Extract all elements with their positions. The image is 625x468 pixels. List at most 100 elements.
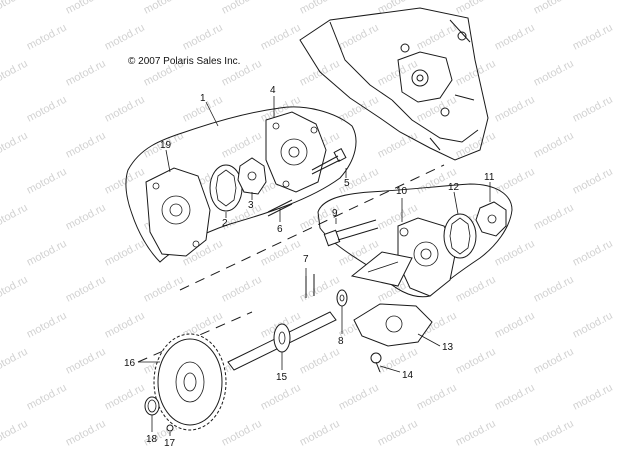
watermark-text: motod.ru [454,418,498,449]
callout-1: 1 [200,93,206,104]
part-pump-body [265,111,327,193]
watermark-text: motod.ru [25,238,69,269]
part-pump-cover [145,167,211,257]
watermark-text: motod.ru [0,130,30,161]
part-plate [353,303,433,347]
callout-17: 17 [164,438,176,449]
callout-13: 13 [442,342,454,353]
watermark-text: motod.ru [454,0,498,17]
watermark-text: motod.ru [103,166,147,197]
watermark-text: motod.ru [220,418,264,449]
watermark-text: motod.ru [571,238,615,269]
watermark-text: motod.ru [220,130,264,161]
watermark-text: motod.ru [64,58,108,89]
watermark-text: motod.ru [181,22,225,53]
watermark-text: motod.ru [0,274,30,305]
watermark-text: motod.ru [298,0,342,17]
watermark-text: motod.ru [493,22,537,53]
watermark-text: motod.ru [103,310,147,341]
watermark-text: motod.ru [454,346,498,377]
callout-16: 16 [124,358,136,369]
part-bolt-long [323,219,379,247]
watermark-text: motod.ru [493,94,537,125]
watermark-text: motod.ru [25,382,69,413]
watermark-text: motod.ru [103,238,147,269]
watermark-text: motod.ru [571,166,615,197]
watermark-text: motod.ru [376,130,420,161]
watermark-text: motod.ru [493,310,537,341]
callout-3: 3 [248,200,254,211]
watermark-text: motod.ru [454,274,498,305]
copyright-notice: © 2007 Polaris Sales Inc. [128,56,241,67]
watermark-text: motod.ru [220,0,264,17]
watermark-text: motod.ru [376,418,420,449]
alignment-line-lower [137,311,253,363]
watermark-text: motod.ru [142,0,186,17]
part-bolt-short [311,148,347,175]
watermark-text: motod.ru [493,166,537,197]
part-inner-rotor [237,157,267,195]
watermark-text: motod.ru [142,274,186,305]
part-screw [370,352,382,373]
watermark-text: motod.ru [571,94,615,125]
watermark-text: motod.ru [0,0,30,17]
part-scavenge-rotor [443,213,477,259]
leader-lines [138,96,491,436]
alignment-line-upper [179,164,445,291]
part-outer-rotor [209,164,243,212]
watermark-text: motod.ru [532,346,576,377]
callout-15: 15 [276,372,288,383]
watermark-text: motod.ru [532,418,576,449]
watermark-text: motod.ru [493,238,537,269]
watermark-text: motod.ru [415,382,459,413]
watermark-text: motod.ru [64,346,108,377]
callout-12: 12 [448,182,460,193]
watermark-text: motod.ru [298,58,342,89]
part-small-screw [166,424,174,432]
callout-4: 4 [270,85,276,96]
watermark-text: motod.ru [259,382,303,413]
watermark-text: motod.ru [532,130,576,161]
watermark-text: motod.ru [532,58,576,89]
callout-11: 11 [484,172,495,183]
watermark-text: motod.ru [220,274,264,305]
watermark-text: motod.ru [103,22,147,53]
watermark-text: motod.ru [454,130,498,161]
part-snap-ring [144,396,160,416]
callout-2: 2 [222,218,228,229]
group-outline-left [125,106,357,263]
part-oil-pickup [350,251,413,287]
watermark-text: motod.ru [103,94,147,125]
watermark-text: motod.ru [64,418,108,449]
part-scavenge-inner-rotor [475,201,507,237]
watermark-text: motod.ru [337,382,381,413]
watermark-text: motod.ru [493,382,537,413]
watermark-text: motod.ru [259,22,303,53]
callout-8: 8 [338,336,344,347]
watermark-text: motod.ru [337,22,381,53]
callout-7: 7 [303,254,309,265]
watermark-text: motod.ru [25,94,69,125]
callout-18: 18 [146,434,158,445]
watermark-text: motod.ru [532,202,576,233]
callout-9: 9 [332,208,338,219]
watermark-text: motod.ru [532,0,576,17]
callout-5: 5 [344,178,350,189]
callout-10: 10 [396,186,408,197]
watermark-text: motod.ru [376,0,420,17]
watermark-text: motod.ru [415,22,459,53]
watermark-text: motod.ru [0,346,30,377]
watermark-text: motod.ru [25,22,69,53]
watermark-text: motod.ru [298,346,342,377]
watermark-text: motod.ru [0,202,30,233]
watermark-text: motod.ru [532,274,576,305]
watermark-text: motod.ru [571,22,615,53]
watermark-text: motod.ru [571,310,615,341]
watermark-text: motod.ru [64,130,108,161]
watermark-text: motod.ru [64,274,108,305]
watermark-text: motod.ru [25,310,69,341]
callout-14: 14 [402,370,414,381]
callout-labels: 1 2 3 4 5 6 7 8 9 10 11 12 13 14 15 16 1… [124,85,495,449]
part-pump-shaft [227,311,337,371]
